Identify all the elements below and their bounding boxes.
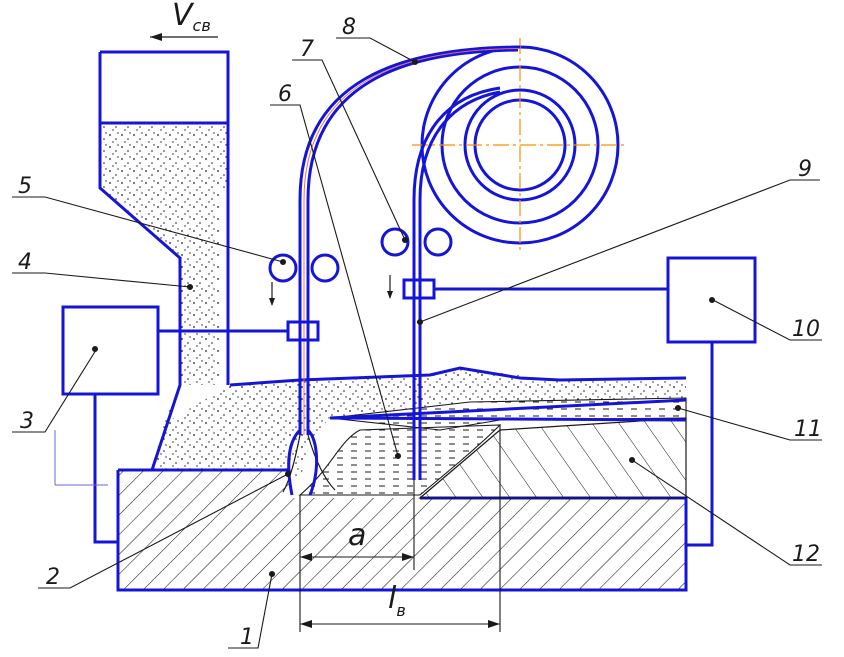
feed-rollers-trail[interactable] — [380, 227, 453, 299]
dimension-lv-label: lв — [388, 581, 406, 620]
electrode-wire-trail — [412, 86, 501, 480]
flux-hopper[interactable] — [98, 50, 230, 471]
callout-11: 11 — [794, 417, 822, 442]
power-source-right[interactable] — [434, 256, 757, 547]
electrode-wire-lead — [298, 45, 521, 435]
callout-7: 7 — [300, 37, 314, 62]
power-source-left[interactable] — [61, 305, 288, 544]
dimension-lv — [300, 425, 501, 632]
feed-rollers-lead[interactable] — [268, 253, 340, 306]
callout-4: 4 — [18, 250, 32, 275]
dimension-a — [299, 480, 415, 632]
callout-10: 10 — [792, 317, 820, 342]
coordinate-axes — [54, 430, 108, 486]
callout-2: 2 — [46, 565, 60, 590]
callout-5: 5 — [18, 174, 32, 199]
dimension-a-label: a — [348, 518, 366, 553]
callout-9: 9 — [798, 157, 812, 182]
callout-12: 12 — [792, 542, 820, 567]
contact-tip-lead — [286, 320, 320, 342]
leader-lines — [12, 37, 822, 649]
callout-6: 6 — [278, 82, 292, 107]
wire-reel[interactable] — [412, 38, 628, 252]
callout-8: 8 — [342, 15, 356, 40]
arc-zone — [282, 428, 336, 496]
callout-3: 3 — [20, 409, 34, 434]
speed-label: Vсв — [172, 0, 211, 35]
callout-1: 1 — [240, 625, 254, 650]
welding-speed-arrow — [150, 33, 218, 41]
